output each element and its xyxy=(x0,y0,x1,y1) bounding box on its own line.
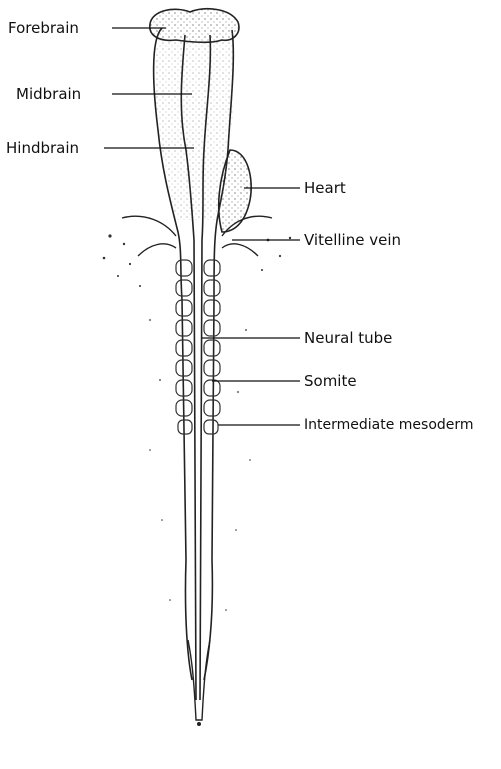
label-heart: Heart xyxy=(304,179,346,197)
label-neural-tube: Neural tube xyxy=(304,329,392,347)
forebrain-cap xyxy=(150,9,239,42)
label-somite: Somite xyxy=(304,372,357,390)
label-midbrain: Midbrain xyxy=(16,85,81,103)
label-vitelline-vein: Vitelline vein xyxy=(304,231,401,249)
mesoderm-stipple xyxy=(103,234,291,610)
label-intermediate-mesoderm: Intermediate mesoderm xyxy=(304,416,474,434)
label-forebrain: Forebrain xyxy=(8,19,79,37)
label-hindbrain: Hindbrain xyxy=(6,139,79,157)
vitelline-veins xyxy=(122,216,272,256)
tail-end xyxy=(197,722,201,726)
